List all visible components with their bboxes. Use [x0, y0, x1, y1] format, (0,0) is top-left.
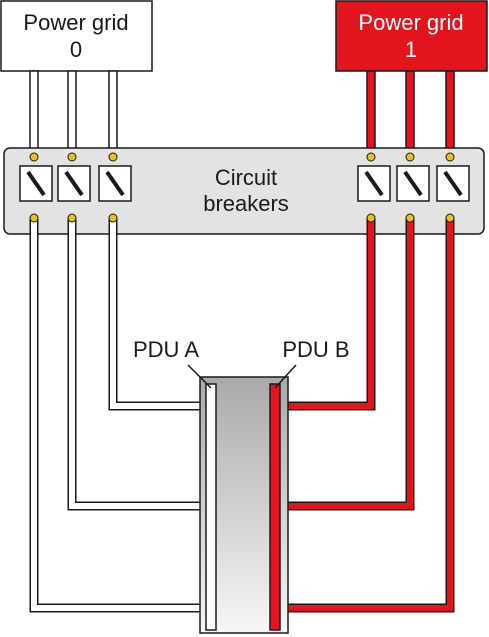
breaker-switch — [357, 165, 391, 202]
pdu-b-leader-line — [274, 364, 297, 389]
power-grid-0-label: Power grid — [23, 10, 128, 35]
grid-0-supply-wires — [29, 70, 118, 158]
pdu-b-strip — [269, 383, 281, 631]
power-grid-1: Power grid 1 — [335, 0, 488, 72]
pdu-b-label: PDU B — [282, 337, 349, 362]
grid-1-supply-wires — [366, 70, 455, 158]
breaker-switch — [19, 165, 53, 202]
power-grid-1-number: 1 — [405, 37, 417, 62]
power-grid-0: Power grid 0 — [0, 0, 153, 72]
breaker-connectors — [29, 152, 455, 223]
pdu-b-wires — [280, 218, 455, 613]
pdu-a-leader-line — [187, 364, 212, 389]
breaker-switch — [396, 165, 430, 202]
pdu-unit — [199, 376, 289, 634]
breaker-switch — [436, 165, 470, 202]
breaker-switch — [98, 165, 132, 202]
pdu-a-label: PDU A — [133, 337, 199, 362]
power-grid-1-label: Power grid — [358, 10, 463, 35]
breaker-switch — [57, 165, 91, 202]
power-grid-0-number: 0 — [70, 37, 82, 62]
circuit-breakers-label-line2: breakers — [203, 191, 289, 216]
circuit-breakers-label-line1: Circuit — [215, 165, 277, 190]
pdu-a-strip — [205, 383, 217, 631]
pdu-a-wires — [29, 218, 206, 613]
